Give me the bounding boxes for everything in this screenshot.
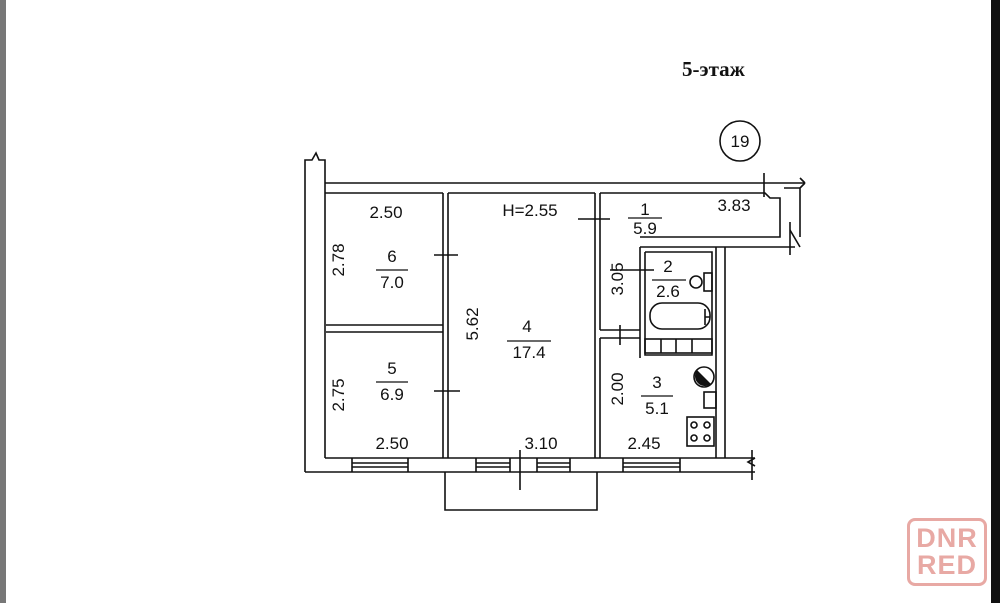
dim-room6-length: 2.78: [329, 243, 348, 276]
room-5-label: 5 6.9: [376, 359, 408, 404]
building-number: 19: [731, 132, 750, 151]
room-2-label: 2 2.6: [652, 257, 686, 301]
room-3-label: 3 5.1: [641, 373, 673, 418]
walls: [304, 151, 806, 511]
room-number: 1: [640, 200, 649, 219]
room-number: 5: [387, 359, 396, 378]
water-heater-icon: [693, 366, 715, 388]
room-area: 6.9: [380, 385, 404, 404]
dim-room5-length: 2.75: [329, 378, 348, 411]
radiator-icon: [644, 338, 713, 354]
scan-edge-left: [0, 0, 6, 603]
fixtures: [644, 272, 717, 447]
room-4-label: 4 17.4: [507, 317, 551, 362]
ceiling-height: H=2.55: [502, 201, 557, 220]
room-number: 4: [522, 317, 531, 336]
bathtub-icon: [649, 302, 711, 330]
dim-bath-length: 3.05: [608, 262, 627, 295]
room-area: 7.0: [380, 273, 404, 292]
room-number: 6: [387, 247, 396, 266]
building-number-badge: 19: [719, 120, 761, 162]
dim-room6-width: 2.50: [369, 203, 402, 222]
room-number: 3: [652, 373, 661, 392]
toilet-icon: [689, 272, 713, 292]
room-area: 5.9: [633, 219, 657, 238]
dim-room4-length: 5.62: [463, 307, 482, 340]
stove-icon: [686, 416, 715, 447]
dim-kitchen-length: 2.00: [608, 372, 627, 405]
floor-label: 5-этаж: [682, 57, 746, 81]
room-number: 2: [663, 257, 672, 276]
sink-icon: [703, 391, 717, 409]
room-area: 17.4: [512, 343, 545, 362]
dim-room5-width: 2.50: [375, 434, 408, 453]
dim-corridor-length: 3.83: [717, 196, 750, 215]
room-area: 2.6: [656, 282, 680, 301]
dim-room4-width: 3.10: [524, 434, 557, 453]
windows: [351, 458, 681, 472]
room-area: 5.1: [645, 399, 669, 418]
scan-edge-right: [991, 0, 1000, 603]
door-marks: [434, 173, 791, 490]
room-6-label: 6 7.0: [376, 247, 408, 292]
dim-kitchen-width: 2.45: [627, 434, 660, 453]
room-1-label: 1 5.9: [628, 200, 662, 238]
